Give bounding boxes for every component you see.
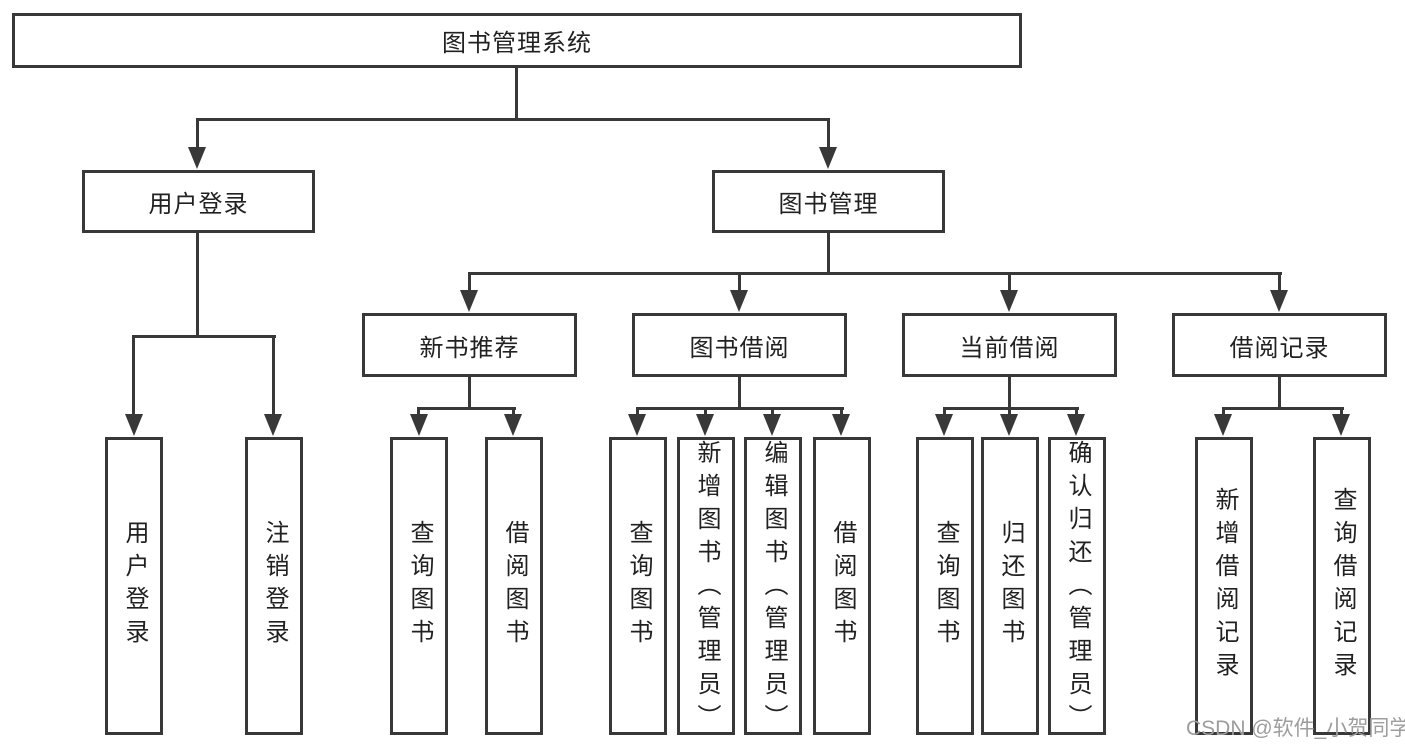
leaf-logout: 注销登录 xyxy=(245,437,303,735)
arrow-down-icon xyxy=(188,147,206,169)
csdn-watermark: CSDN @软件_小贺同学 xyxy=(1186,717,1405,740)
connector-to-book-borrow xyxy=(738,272,741,293)
connector-records-stem xyxy=(1278,377,1281,407)
arrow-down-icon xyxy=(696,414,714,436)
connector-book-mgmt-stem xyxy=(827,233,830,272)
leaf-borrow-books-recommend: 借阅图书 xyxy=(485,437,543,735)
arrow-down-icon xyxy=(832,414,850,436)
connector-leaf-stem xyxy=(840,407,843,417)
node-book-management: 图书管理 xyxy=(712,170,945,233)
connector-to-leaf-logout xyxy=(272,335,275,417)
connector-to-leaf-login xyxy=(132,335,135,417)
connector-user-login-stem xyxy=(196,233,199,335)
leaf-query-books-current: 查询图书 xyxy=(916,437,974,735)
connector-leaf-stem xyxy=(943,407,946,417)
arrow-down-icon xyxy=(935,414,953,436)
arrow-down-icon xyxy=(730,290,748,312)
connector-book-borrow-stem xyxy=(738,377,741,407)
connector-cur-borrow-rail xyxy=(943,407,1079,410)
arrow-down-icon xyxy=(460,290,478,312)
connector-user-login-rail xyxy=(132,335,276,338)
connector-root-stem xyxy=(515,68,518,118)
connector-to-book-mgmt xyxy=(827,118,830,152)
leaf-return-book: 归还图书 xyxy=(981,437,1039,735)
connector-book-borrow-rail xyxy=(636,407,844,410)
arrow-down-icon xyxy=(1000,414,1018,436)
connector-leaf-stem xyxy=(1340,407,1343,417)
connector-cur-borrow-stem xyxy=(1008,377,1011,407)
arrow-down-icon xyxy=(1000,290,1018,312)
leaf-query-books-borrow: 查询图书 xyxy=(609,437,667,735)
node-current-borrow: 当前借阅 xyxy=(902,313,1117,377)
connector-leaf-stem xyxy=(771,407,774,417)
arrow-down-icon xyxy=(1067,414,1085,436)
connector-to-new-books xyxy=(468,272,471,293)
connector-records-rail xyxy=(1222,407,1344,410)
connector-root-rail xyxy=(196,118,830,121)
node-book-borrow: 图书借阅 xyxy=(632,313,847,377)
arrow-down-icon xyxy=(1214,414,1232,436)
node-user-login: 用户登录 xyxy=(82,170,315,233)
arrow-down-icon xyxy=(1270,290,1288,312)
connector-leaf-stem xyxy=(417,407,420,417)
connector-leaf-stem xyxy=(1222,407,1225,417)
arrow-down-icon xyxy=(1332,414,1350,436)
connector-leaf-stem xyxy=(1008,407,1011,417)
leaf-query-borrow-record: 查询借阅记录 xyxy=(1313,437,1371,735)
connector-leaf-stem xyxy=(636,407,639,417)
leaf-edit-book-admin: 编辑图书（管理员） xyxy=(744,437,802,737)
leaf-confirm-return-admin: 确认归还（管理员） xyxy=(1048,437,1106,737)
node-borrow-records: 借阅记录 xyxy=(1172,313,1387,377)
connector-to-cur-borrow xyxy=(1008,272,1011,293)
connector-to-records xyxy=(1278,272,1281,293)
arrow-down-icon xyxy=(125,414,143,436)
connector-new-books-stem xyxy=(468,377,471,407)
connector-leaf-stem xyxy=(512,407,515,417)
arrow-down-icon xyxy=(504,414,522,436)
node-root: 图书管理系统 xyxy=(12,13,1022,68)
connector-leaf-stem xyxy=(1075,407,1078,417)
node-new-book-recommend: 新书推荐 xyxy=(362,313,577,377)
leaf-query-books-recommend: 查询图书 xyxy=(390,437,448,735)
arrow-down-icon xyxy=(410,414,428,436)
arrow-down-icon xyxy=(628,414,646,436)
connector-book-mgmt-rail xyxy=(468,272,1282,275)
connector-new-books-rail xyxy=(417,407,516,410)
leaf-add-book-admin: 新增图书（管理员） xyxy=(677,437,735,737)
leaf-add-borrow-record: 新增借阅记录 xyxy=(1195,437,1253,735)
arrow-down-icon xyxy=(763,414,781,436)
leaf-borrow-books: 借阅图书 xyxy=(813,437,871,735)
connector-leaf-stem xyxy=(704,407,707,417)
connector-to-user-login xyxy=(196,118,199,152)
arrow-down-icon xyxy=(264,414,282,436)
leaf-user-login: 用户登录 xyxy=(105,437,163,735)
arrow-down-icon xyxy=(819,147,837,169)
